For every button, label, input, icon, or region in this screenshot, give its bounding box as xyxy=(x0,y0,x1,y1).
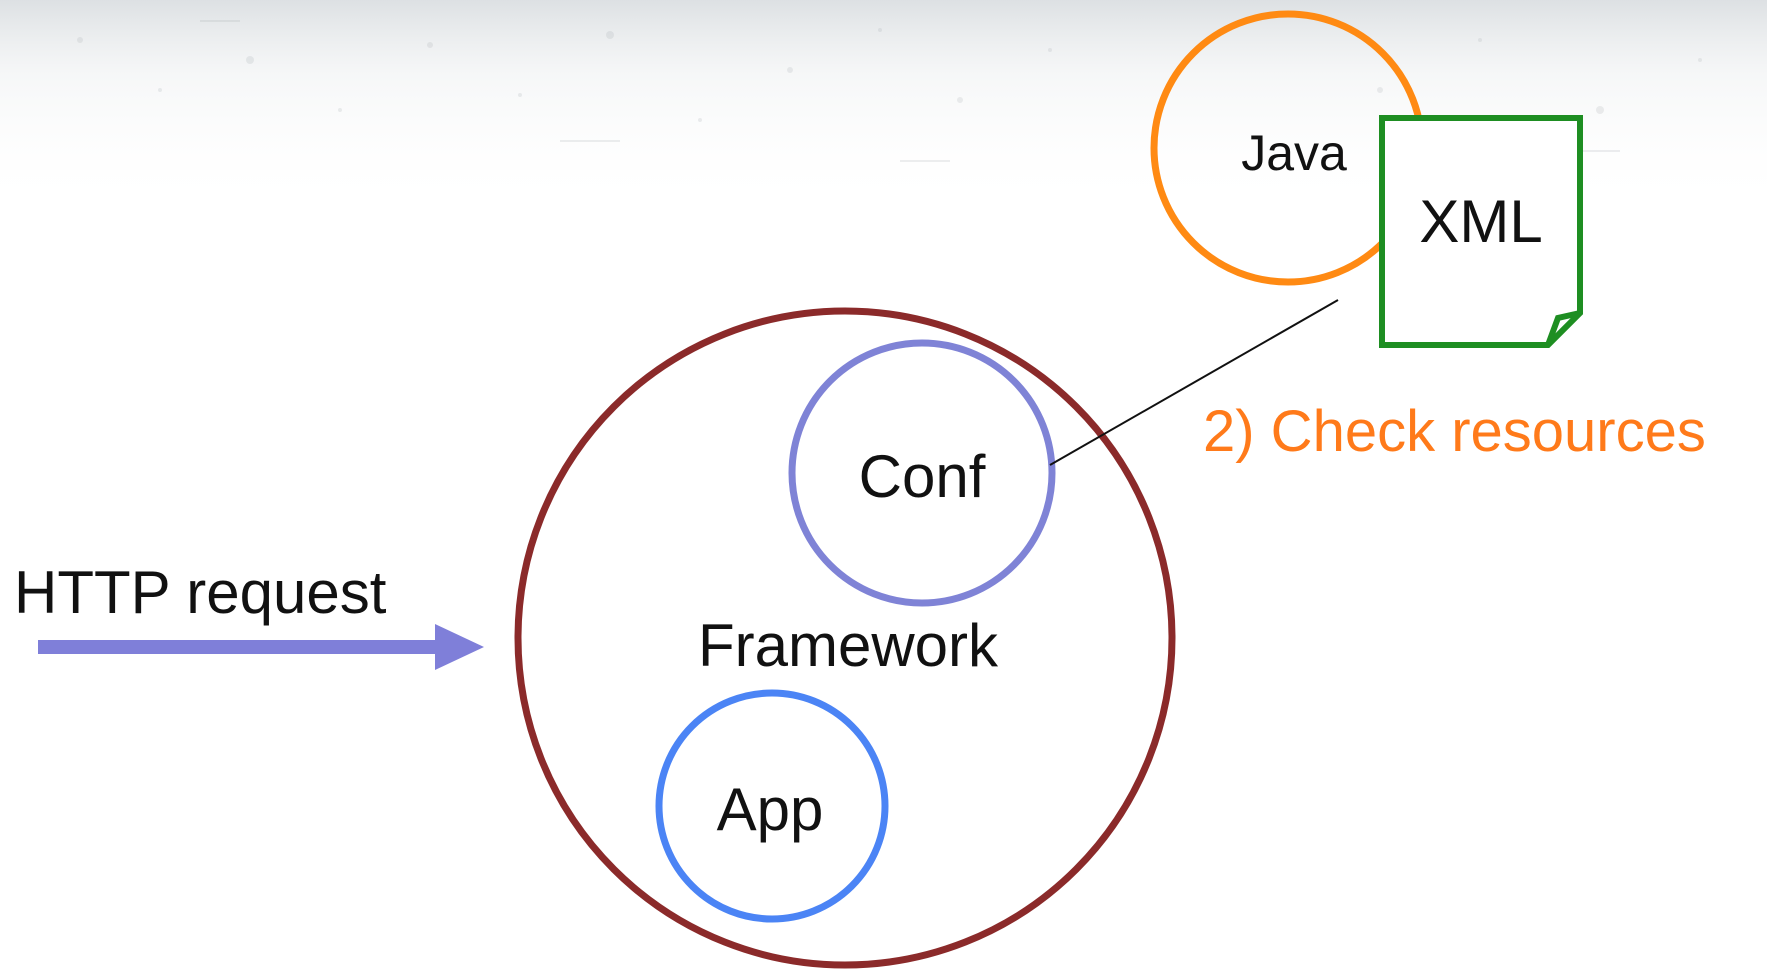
framework-label: Framework xyxy=(698,612,999,679)
background-speckles xyxy=(77,20,1702,162)
app-ring xyxy=(655,689,889,923)
conf-label: Conf xyxy=(859,443,986,510)
framework-ring xyxy=(514,307,1176,969)
http-request-arrow xyxy=(38,624,484,670)
check-resources-label: 2) Check resources xyxy=(1203,399,1706,464)
http-request-label: HTTP request xyxy=(14,559,387,626)
app-label: App xyxy=(717,776,824,843)
java-label: Java xyxy=(1241,125,1347,181)
conf-resources-connector xyxy=(1049,299,1339,466)
xml-document-icon xyxy=(1379,115,1583,348)
xml-label: XML xyxy=(1419,188,1542,255)
conf-ring xyxy=(788,339,1056,607)
